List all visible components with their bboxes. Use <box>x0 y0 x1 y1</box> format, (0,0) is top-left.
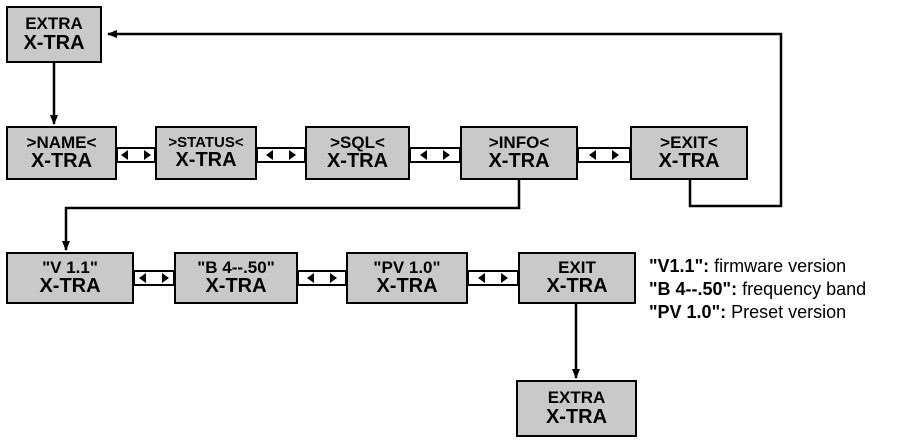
box-line1: >STATUS< <box>168 133 244 151</box>
arrow-info-to-version <box>62 180 521 251</box>
box-line1: EXTRA <box>547 388 606 408</box>
legend-item: "B 4--.50": frequency band <box>649 278 866 301</box>
box-info-menu: >INFO< X-TRA <box>460 126 578 180</box>
box-line2: X-TRA <box>326 150 389 173</box>
box-extra-top: EXTRA X-TRA <box>6 6 102 63</box>
legend-desc: firmware version <box>709 256 847 276</box>
box-extra-bottom: EXTRA X-TRA <box>516 380 637 437</box>
box-preset-version: "PV 1.0" X-TRA <box>346 252 468 304</box>
legend: "V1.1": firmware version "B 4--.50": fre… <box>649 255 866 324</box>
box-line1: "V 1.1" <box>42 257 98 277</box>
legend-key: "PV 1.0": <box>649 302 727 322</box>
box-line2: X-TRA <box>658 150 720 173</box>
box-name-menu: >NAME< X-TRA <box>6 126 117 180</box>
box-line2: X-TRA <box>23 31 85 54</box>
box-line1: >SQL< <box>330 132 385 152</box>
box-line1: EXIT <box>558 257 596 277</box>
box-line2: X-TRA <box>488 150 550 173</box>
box-line1: "PV 1.0" <box>373 257 441 277</box>
box-sql-menu: >SQL< X-TRA <box>305 126 410 180</box>
double-arrow-info-exit <box>577 147 631 163</box>
double-arrow-preset-exit <box>467 270 519 286</box>
box-line2: X-TRA <box>546 275 608 298</box>
box-exit-info: EXIT X-TRA <box>518 252 636 304</box>
box-line1: "B 4--.50" <box>197 257 275 277</box>
legend-desc: frequency band <box>737 279 867 299</box>
legend-desc: Preset version <box>726 302 847 322</box>
box-line2: X-TRA <box>376 275 438 298</box>
box-frequency-band: "B 4--.50" X-TRA <box>174 252 298 304</box>
box-line1: >INFO< <box>488 132 550 152</box>
box-status-menu: >STATUS< X-TRA <box>155 126 257 180</box>
box-version: "V 1.1" X-TRA <box>6 252 134 304</box>
double-arrow-version-band <box>133 270 175 286</box>
box-line1: EXTRA <box>25 14 83 34</box>
double-arrow-name-status <box>116 147 156 163</box>
legend-item: "V1.1": firmware version <box>649 255 866 278</box>
box-line2: X-TRA <box>205 275 267 298</box>
double-arrow-status-sql <box>256 147 306 163</box>
box-line1: >NAME< <box>26 132 97 152</box>
legend-key: "B 4--.50": <box>649 279 738 299</box>
box-exit-menu: >EXIT< X-TRA <box>630 126 748 180</box>
legend-key: "V1.1": <box>649 256 710 276</box>
box-line2: X-TRA <box>545 405 608 428</box>
legend-item: "PV 1.0": Preset version <box>649 301 866 324</box>
box-line2: X-TRA <box>175 149 237 172</box>
double-arrow-sql-info <box>409 147 461 163</box>
arrow-exit-to-extra <box>107 30 783 208</box>
double-arrow-band-preset <box>297 270 347 286</box>
box-line2: X-TRA <box>30 150 93 173</box>
box-line2: X-TRA <box>39 275 101 298</box>
box-line1: >EXIT< <box>660 132 718 152</box>
